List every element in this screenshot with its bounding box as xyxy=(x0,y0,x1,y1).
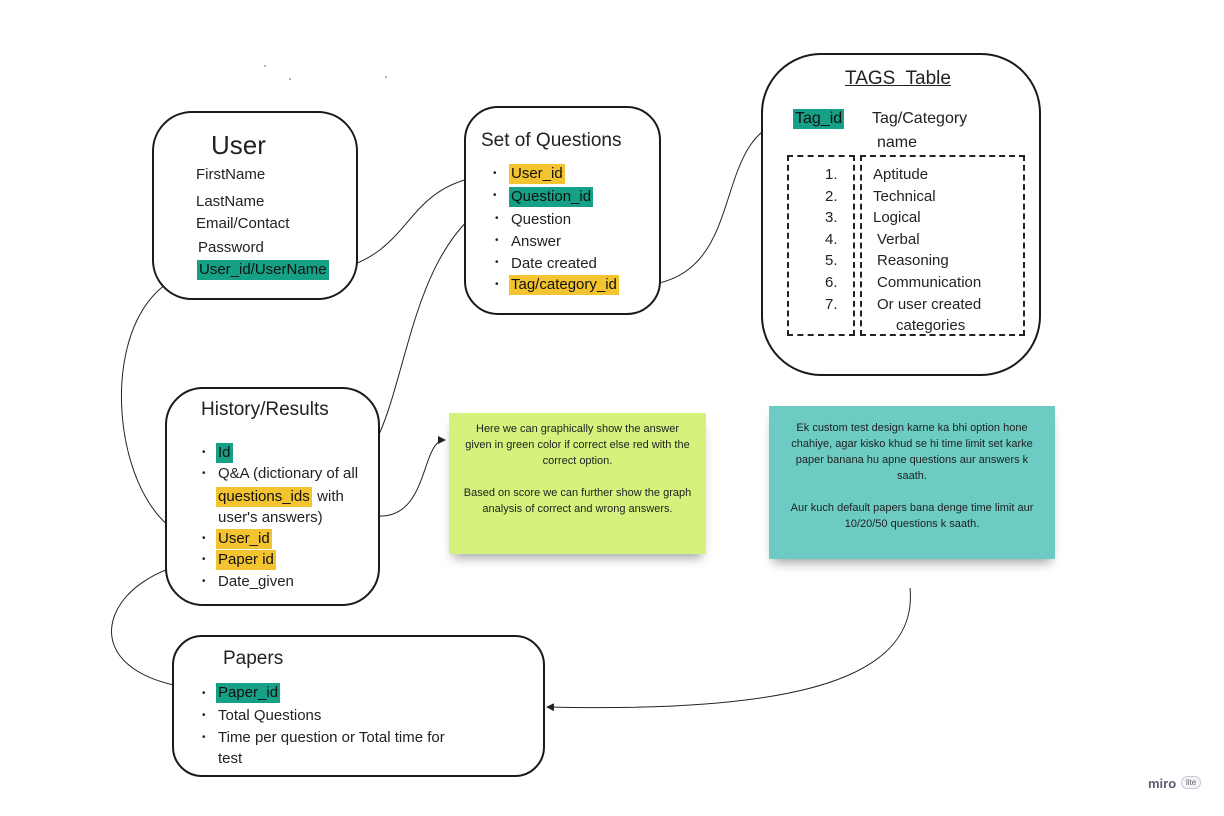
tag-number: 2. xyxy=(825,188,838,205)
user-field-password: Password xyxy=(198,239,264,256)
miro-logo: miro xyxy=(1148,776,1177,791)
tag-name: Verbal xyxy=(877,231,920,248)
note-green[interactable]: Here we can graphically show the answer … xyxy=(449,413,706,554)
tag-name: Logical xyxy=(873,209,921,226)
history-field-qa: Q&A (dictionary of all xyxy=(218,465,359,482)
bullet-icon: • xyxy=(202,688,206,699)
papers-field-total: Total Questions xyxy=(218,707,322,724)
history-field-userid: User_id xyxy=(216,529,272,549)
tags-name-header: Tag/Category xyxy=(872,110,968,127)
tags-field-tagid: Tag_id xyxy=(793,109,845,129)
bullet-icon: • xyxy=(495,235,499,246)
tags-table[interactable] xyxy=(761,53,1041,376)
questions-field-questionid: Question_id xyxy=(509,187,594,207)
bullet-icon: • xyxy=(202,533,206,544)
note-teal[interactable]: Ek custom test design karne ka bhi optio… xyxy=(769,406,1055,559)
history-field-date: Date_given xyxy=(218,573,294,590)
user-field-lastname: LastName xyxy=(196,193,265,210)
tag-number: 1. xyxy=(825,166,838,183)
note-green-text-2: Based on score we can further show the g… xyxy=(463,487,692,515)
tag-number: 7. xyxy=(825,296,838,313)
bullet-icon: • xyxy=(493,190,497,201)
papers-field-paperid: Paper_id xyxy=(216,683,281,703)
papers-field-time: Time per question or Total time for xyxy=(218,729,445,746)
tag-name: categories xyxy=(896,317,966,334)
tags-name-header-2: name xyxy=(877,134,918,151)
bullet-icon: • xyxy=(202,710,206,721)
bullet-icon: • xyxy=(202,447,206,458)
bullet-icon: • xyxy=(493,168,497,179)
note-teal-text-2: Aur kuch default papers bana denge time … xyxy=(790,502,1034,530)
tag-name: Aptitude xyxy=(873,166,929,183)
papers-table[interactable] xyxy=(172,635,545,777)
history-title: History/Results xyxy=(201,399,329,420)
questions-field-userid: User_id xyxy=(509,164,565,184)
history-field-qa-with: with xyxy=(313,488,344,505)
tags-number-column xyxy=(787,155,855,336)
arrow-note-to-papers xyxy=(546,587,911,712)
questions-field-date: Date created xyxy=(511,255,597,272)
bullet-icon: • xyxy=(202,732,206,743)
tag-number: 6. xyxy=(825,274,838,291)
bullet-icon: • xyxy=(495,213,499,224)
questions-field-answer: Answer xyxy=(511,233,562,250)
arrow-history-to-note xyxy=(375,436,446,517)
questions-title: Set of Questions xyxy=(481,130,622,151)
tag-name: Or user created xyxy=(877,296,982,313)
tag-name: Technical xyxy=(873,188,936,205)
bullet-icon: • xyxy=(495,257,499,268)
history-field-qa-answers: user's answers) xyxy=(218,509,323,526)
tag-name: Communication xyxy=(877,274,982,291)
user-field-email: Email/Contact xyxy=(196,215,290,232)
tags-name-column xyxy=(860,155,1025,336)
note-green-text-1: Here we can graphically show the answer … xyxy=(465,423,690,467)
tag-name: Reasoning xyxy=(877,252,949,269)
bullet-icon: • xyxy=(202,468,206,479)
questions-field-tagid: Tag/category_id xyxy=(509,275,619,295)
tag-number: 4. xyxy=(825,231,838,248)
bullet-icon: • xyxy=(202,576,206,587)
history-field-id: Id xyxy=(216,443,233,463)
note-teal-text-1: Ek custom test design karne ka bhi optio… xyxy=(791,422,1033,482)
tags-title: TAGS Table xyxy=(845,68,951,89)
tag-number: 5. xyxy=(825,252,838,269)
questions-field-question: Question xyxy=(511,211,572,228)
history-field-questionids: questions_ids xyxy=(216,487,312,507)
bullet-icon: • xyxy=(202,554,206,565)
user-title: User xyxy=(211,130,266,160)
user-field-firstname: FirstName xyxy=(196,166,266,183)
bullet-icon: • xyxy=(495,279,499,290)
papers-field-time-2: test xyxy=(218,750,243,767)
history-field-paperid: Paper id xyxy=(216,550,276,570)
user-field-userid: User_id/UserName xyxy=(197,260,329,280)
lite-badge: lite xyxy=(1181,776,1202,789)
tag-number: 3. xyxy=(825,209,838,226)
papers-title: Papers xyxy=(223,648,284,669)
